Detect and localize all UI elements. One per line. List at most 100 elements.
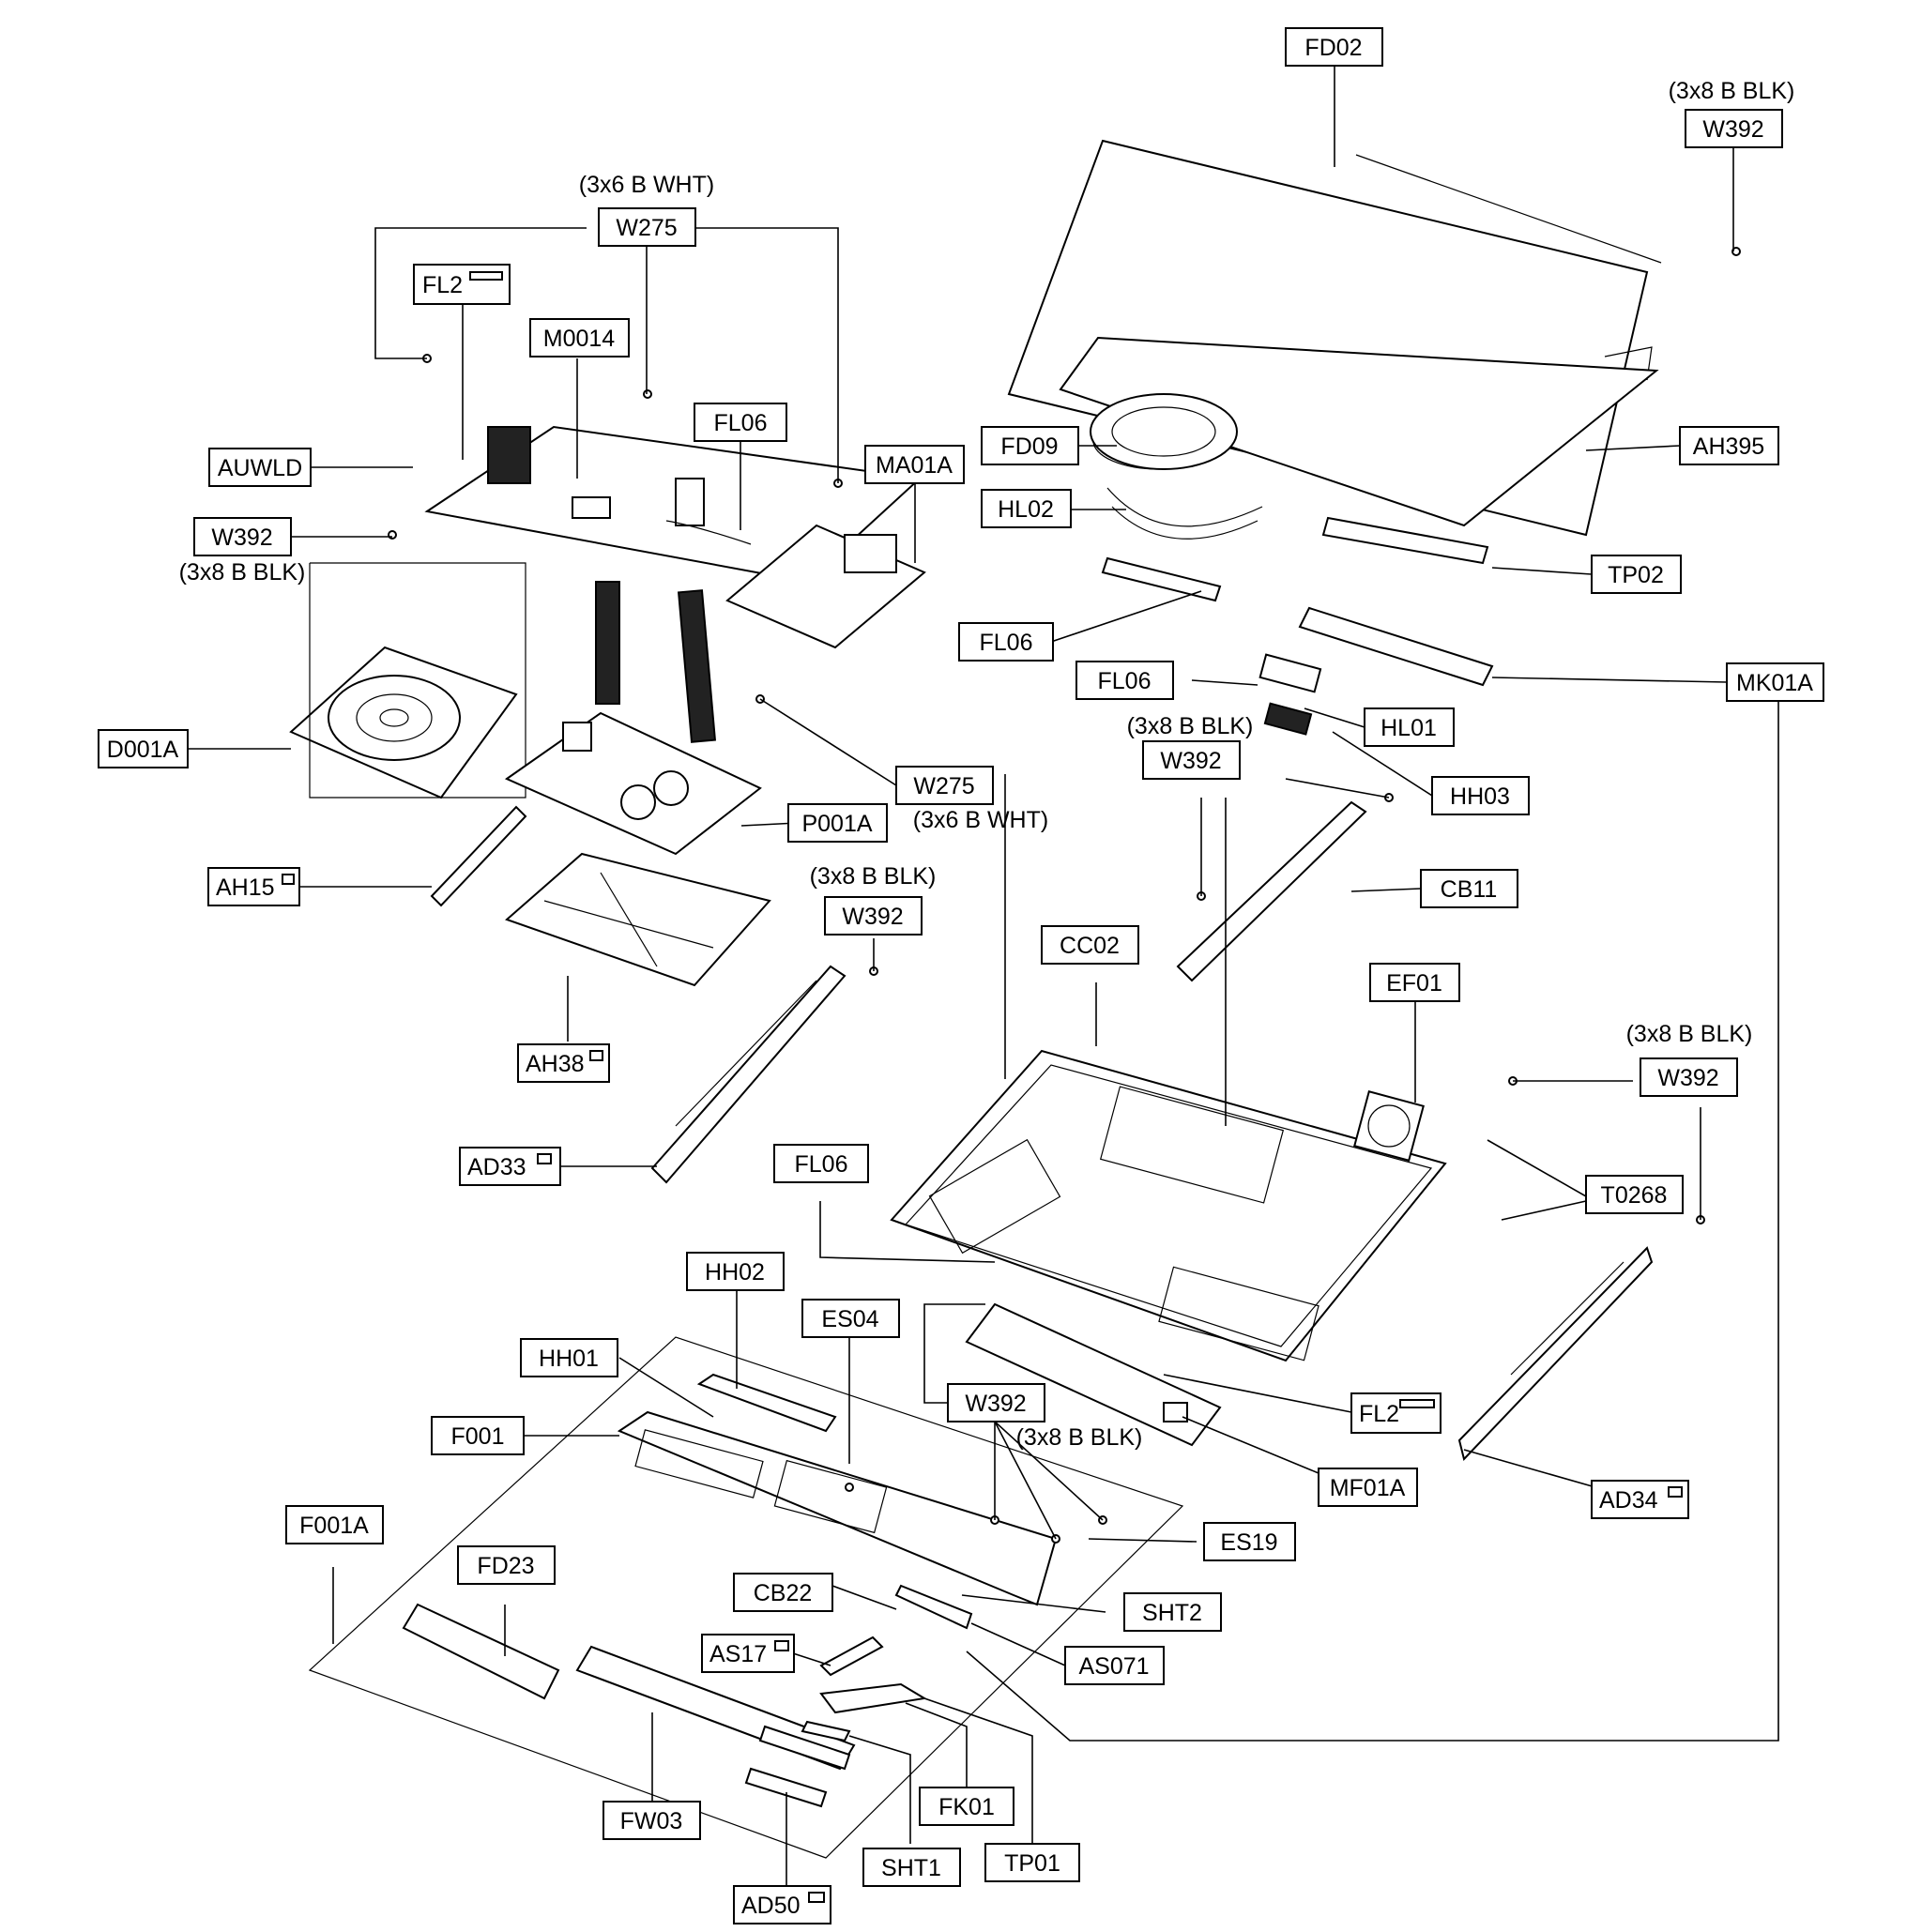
hl02-drawing xyxy=(1106,487,1263,527)
label-sht1: SHT1 xyxy=(862,1848,961,1887)
label-es04: ES04 xyxy=(801,1299,900,1338)
svg-text:MF01A: MF01A xyxy=(1330,1475,1406,1501)
label-fl06-low: FL06 xyxy=(773,1144,869,1183)
svg-text:CB11: CB11 xyxy=(1441,876,1498,903)
svg-text:FD02: FD02 xyxy=(1304,35,1362,61)
fan-drawing xyxy=(1353,1090,1425,1162)
note-w392-bottom: (3x8 B BLK) xyxy=(1016,1424,1143,1451)
label-ad50: AD50 xyxy=(733,1885,831,1924)
leader-lines xyxy=(188,66,1779,1886)
front-frame-drawing xyxy=(617,1410,1058,1606)
svg-text:W392: W392 xyxy=(1160,748,1221,774)
note-w275-mid: (3x6 B WHT) xyxy=(913,807,1048,833)
label-w392-center: W392 xyxy=(824,896,923,936)
label-hh01: HH01 xyxy=(520,1338,618,1377)
svg-text:M0014: M0014 xyxy=(543,326,616,352)
svg-text:T0268: T0268 xyxy=(1601,1182,1668,1209)
mk01a-board-drawing xyxy=(1298,606,1494,687)
label-as071: AS071 xyxy=(1064,1646,1165,1685)
svg-text:SHT1: SHT1 xyxy=(881,1855,941,1881)
svg-text:W275: W275 xyxy=(616,215,677,241)
label-w392-bottom: W392 xyxy=(947,1383,1045,1422)
svg-text:F001A: F001A xyxy=(299,1513,369,1539)
svg-text:FL06: FL06 xyxy=(795,1151,848,1178)
label-tp01: TP01 xyxy=(984,1843,1080,1882)
svg-text:FK01: FK01 xyxy=(938,1794,995,1820)
svg-text:ES04: ES04 xyxy=(821,1306,878,1332)
fd09-ring-drawing xyxy=(1090,393,1238,470)
svg-text:HL01: HL01 xyxy=(1380,715,1437,741)
label-ef01: EF01 xyxy=(1369,963,1460,1002)
note-w392-left: (3x8 B BLK) xyxy=(179,559,306,586)
svg-text:FL06: FL06 xyxy=(714,410,768,436)
label-tp02: TP02 xyxy=(1591,555,1682,594)
cb11-drawing xyxy=(1176,800,1367,982)
label-fl2-bottom: FL2 xyxy=(1350,1392,1442,1434)
svg-text:EF01: EF01 xyxy=(1386,970,1442,996)
svg-text:FW03: FW03 xyxy=(620,1808,683,1834)
label-fl06-mid2: FL06 xyxy=(1075,661,1174,700)
label-fl06-top: FL06 xyxy=(694,403,787,442)
svg-text:AD33: AD33 xyxy=(467,1154,526,1180)
label-w392-left: W392 xyxy=(193,517,292,556)
label-ad34: AD34 xyxy=(1591,1480,1689,1519)
label-fl2-top: FL2 xyxy=(413,264,511,305)
svg-text:W392: W392 xyxy=(1702,116,1763,143)
svg-text:SHT2: SHT2 xyxy=(1142,1600,1202,1626)
fd23-window-drawing xyxy=(402,1603,560,1700)
note-w275-top: (3x6 B WHT) xyxy=(579,172,714,198)
tray-drawing xyxy=(505,852,771,987)
svg-text:MK01A: MK01A xyxy=(1736,670,1813,696)
svg-text:MA01A: MA01A xyxy=(876,452,953,479)
tp02-strip-drawing xyxy=(1321,516,1489,565)
label-auwld: AUWLD xyxy=(208,448,312,487)
label-w392-mid: W392 xyxy=(1142,740,1241,780)
svg-text:HH02: HH02 xyxy=(705,1259,765,1285)
svg-text:P001A: P001A xyxy=(801,811,872,837)
label-w275-top: W275 xyxy=(598,207,696,247)
note-w392-right: (3x8 B BLK) xyxy=(1626,1021,1753,1047)
label-hh02: HH02 xyxy=(686,1252,785,1291)
label-fd02: FD02 xyxy=(1285,27,1383,67)
svg-text:D001A: D001A xyxy=(107,737,179,763)
label-cb22: CB22 xyxy=(733,1573,833,1612)
label-cc02: CC02 xyxy=(1041,925,1139,965)
label-p001a: P001A xyxy=(787,803,888,843)
svg-text:AS17: AS17 xyxy=(709,1641,767,1667)
label-ma01a: MA01A xyxy=(864,445,965,484)
svg-text:F001: F001 xyxy=(451,1423,505,1450)
label-t0268: T0268 xyxy=(1585,1175,1684,1214)
label-ah395: AH395 xyxy=(1679,426,1779,465)
svg-text:AS071: AS071 xyxy=(1078,1653,1149,1680)
label-mf01a: MF01A xyxy=(1318,1468,1418,1507)
svg-text:W275: W275 xyxy=(913,773,974,799)
svg-text:TP01: TP01 xyxy=(1004,1850,1060,1877)
svg-text:FL06: FL06 xyxy=(1098,668,1152,694)
svg-text:CC02: CC02 xyxy=(1060,933,1120,959)
ad33-rail-drawing xyxy=(650,965,847,1184)
ah15-bracket-drawing xyxy=(430,805,527,907)
label-m0014: M0014 xyxy=(529,318,630,357)
label-ah15: AH15 xyxy=(207,867,300,906)
label-ah38: AH38 xyxy=(517,1043,610,1083)
svg-text:W392: W392 xyxy=(1657,1065,1718,1091)
label-f001: F001 xyxy=(431,1416,525,1455)
svg-text:AD34: AD34 xyxy=(1599,1487,1658,1514)
label-mk01a: MK01A xyxy=(1726,662,1824,702)
ad50-drawing xyxy=(744,1767,828,1808)
svg-text:AH395: AH395 xyxy=(1693,434,1764,460)
label-fk01: FK01 xyxy=(919,1787,1014,1826)
chassis-drawing xyxy=(890,1049,1447,1362)
svg-text:FL2: FL2 xyxy=(1359,1401,1399,1427)
label-as17: AS17 xyxy=(701,1634,795,1673)
svg-text:TP02: TP02 xyxy=(1608,562,1664,588)
svg-text:AH38: AH38 xyxy=(526,1051,585,1077)
label-f001a: F001A xyxy=(285,1505,384,1544)
front-panel-outline xyxy=(308,1336,1184,1859)
ad34-rail-drawing xyxy=(1457,1246,1654,1462)
label-hl02: HL02 xyxy=(981,489,1072,528)
svg-text:AUWLD: AUWLD xyxy=(218,455,302,481)
part-labels: FD02 (3x8 B BLK) W392 (3x6 B WHT) W275 F… xyxy=(98,27,1824,1924)
svg-text:ES19: ES19 xyxy=(1220,1529,1277,1556)
